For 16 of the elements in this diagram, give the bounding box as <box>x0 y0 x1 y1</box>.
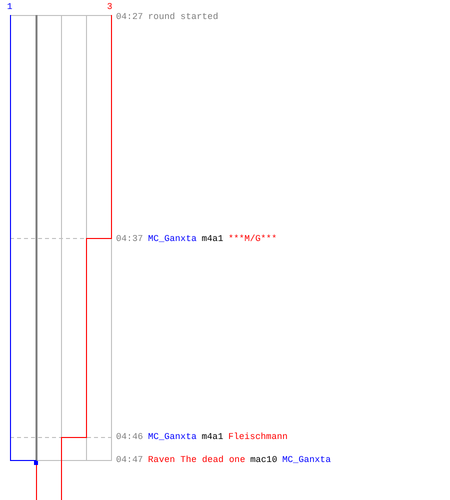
event-text: MC_Ganxta <box>148 432 197 443</box>
event-text: Raven The dead one <box>148 455 246 466</box>
timestamp: 04:47 <box>116 455 144 466</box>
event-text: MC_Ganxta <box>282 455 331 466</box>
event-text: round started <box>148 12 218 23</box>
timestamp: 04:37 <box>116 234 144 245</box>
player-count: 3 <box>107 2 112 13</box>
event-text: m4a1 <box>202 432 224 443</box>
event-text: MC_Ganxta <box>148 234 197 245</box>
event-text: ***M/G*** <box>228 234 277 245</box>
timestamp: 04:46 <box>116 432 144 443</box>
timestamp: 04:27 <box>116 12 144 23</box>
event-text: mac10 <box>250 455 278 466</box>
event-text: Fleischmann <box>228 432 288 443</box>
event-text: m4a1 <box>202 234 224 245</box>
player-count: 1 <box>7 2 12 13</box>
